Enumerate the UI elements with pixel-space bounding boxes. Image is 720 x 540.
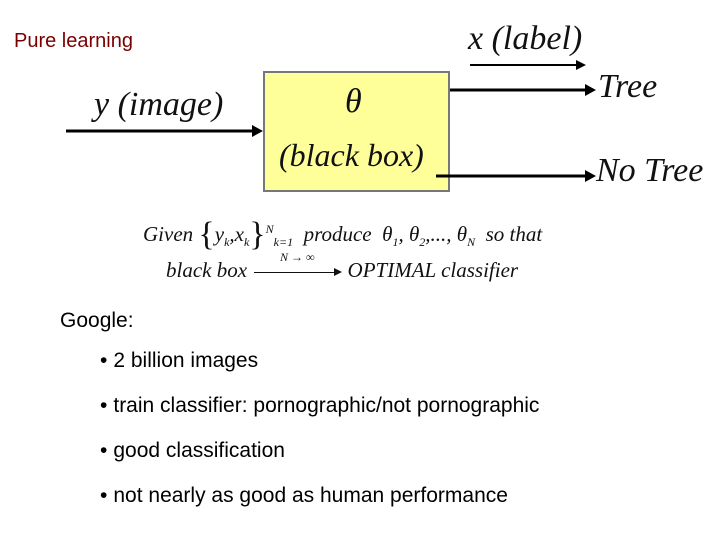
- x-var: x: [234, 222, 244, 246]
- x-label: x (label): [468, 20, 583, 57]
- output-tree-label: Tree: [598, 68, 658, 105]
- produce-word: produce: [303, 222, 372, 246]
- theta-symbol: θ: [345, 83, 362, 120]
- right-brace: }: [249, 216, 266, 253]
- y-var: y: [214, 222, 225, 246]
- no-tree-arrow: [436, 170, 596, 182]
- tree-arrow: [450, 84, 596, 96]
- y-sub: k: [224, 235, 230, 250]
- limit-arrow-line: [254, 267, 343, 276]
- label-arrow: [470, 60, 586, 70]
- bullet-item: 2 billion images: [100, 347, 539, 392]
- so-that-word: so that: [485, 222, 543, 246]
- upper-limit: N: [265, 222, 274, 236]
- google-heading: Google:: [60, 309, 134, 332]
- limit-arrow: N → ∞: [252, 250, 343, 283]
- given-formula: Given {yk,xk}Nk=1 produce θ1, θ2,..., θN…: [143, 216, 543, 253]
- bullet-item: good classification: [100, 437, 539, 482]
- theta-n: θ: [456, 222, 468, 246]
- output-no-tree-label: No Tree: [596, 152, 704, 189]
- optimal-classifier: OPTIMAL classifier: [347, 258, 519, 282]
- input-arrow: [66, 125, 263, 137]
- theta-1-sub: 1: [392, 235, 399, 250]
- y-label: y (image): [94, 86, 224, 123]
- black-box-word: black box: [166, 258, 248, 282]
- bullet-item: not nearly as good as human performance: [100, 482, 539, 527]
- theta-n-sub: N: [467, 235, 476, 250]
- x-sub: k: [243, 235, 250, 250]
- limit-label: N → ∞: [280, 250, 315, 264]
- theta-1: θ: [382, 222, 393, 246]
- bullet-item: train classifier: pornographic/not porno…: [100, 392, 539, 437]
- black-box: θ (black box): [263, 71, 450, 192]
- black-box-caption: (black box): [279, 137, 424, 173]
- convergence-line: black box N → ∞ OPTIMAL classifier: [166, 250, 519, 283]
- given-word: Given: [143, 222, 194, 246]
- lower-limit: k=1: [273, 235, 294, 250]
- google-bullet-list: 2 billion images train classifier: porno…: [100, 347, 539, 527]
- slide-title: Pure learning: [14, 30, 133, 52]
- left-brace: {: [198, 216, 215, 253]
- theta-2: θ: [408, 222, 420, 246]
- theta-2-sub: 2: [419, 235, 426, 250]
